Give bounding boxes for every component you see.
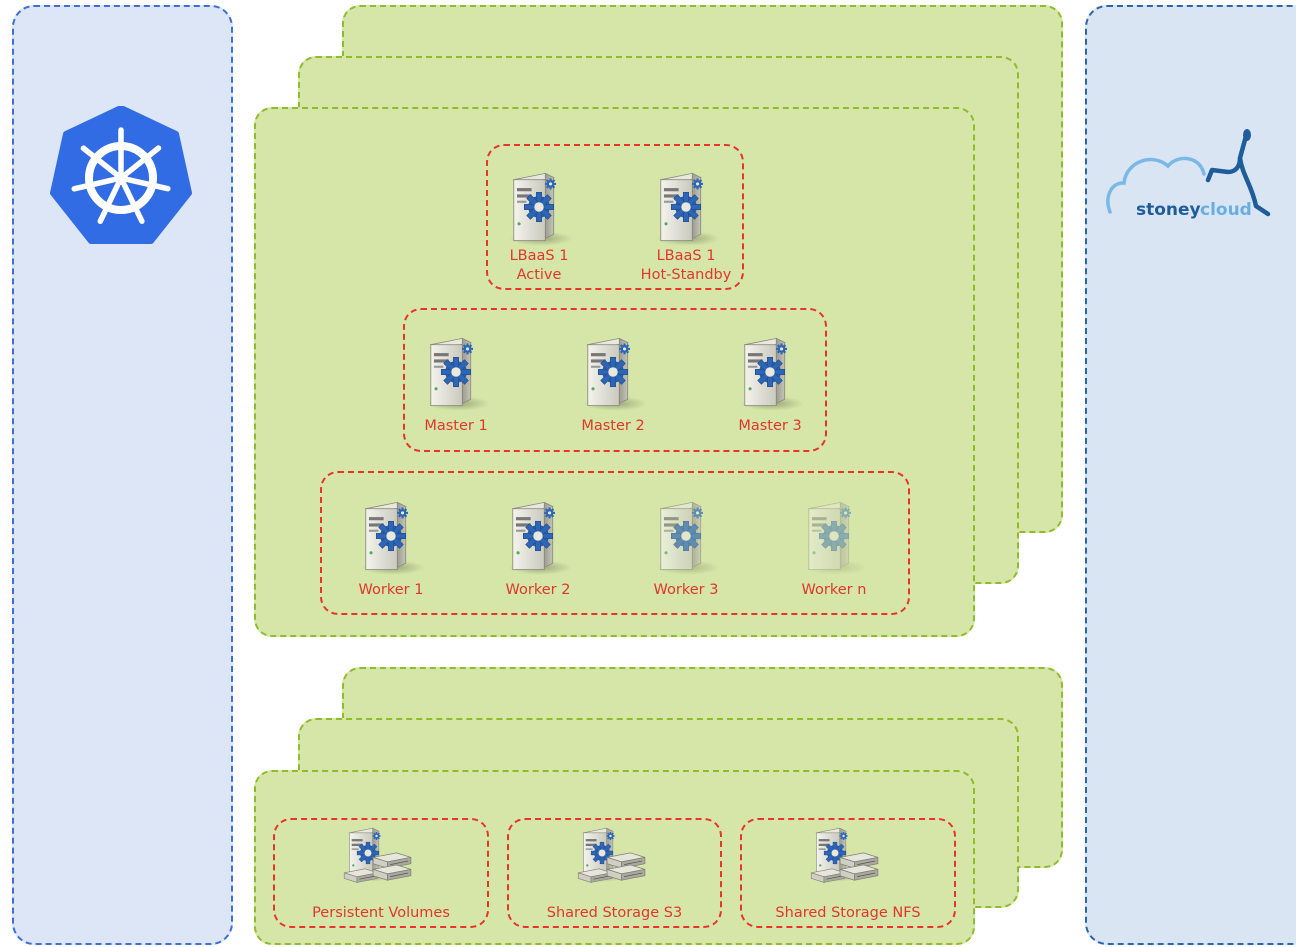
lbaas-active-node[interactable]: LBaaS 1 Active: [469, 165, 609, 285]
lbaas-standby-title: LBaaS 1: [656, 248, 716, 264]
worker-label: Worker n: [801, 582, 867, 598]
master-node-1[interactable]: Master 1: [386, 330, 526, 436]
stoney-cloud-logo-icon: stoney cloud: [1104, 126, 1292, 222]
worker-node-1[interactable]: Worker 1: [321, 494, 461, 600]
worker-node-n[interactable]: Worker n: [764, 494, 904, 600]
master-group: [403, 308, 827, 452]
lbaas-standby-state: Hot-Standby: [640, 267, 732, 283]
storage-shared-s3[interactable]: Shared Storage S3: [507, 818, 722, 928]
worker-node-2[interactable]: Worker 2: [468, 494, 608, 600]
server-icon: [349, 494, 433, 578]
server-icon: [728, 330, 812, 414]
master-node-2[interactable]: Master 2: [543, 330, 683, 436]
kubernetes-logo-icon: [50, 105, 192, 246]
server-icon: [496, 494, 580, 578]
server-icon: [644, 494, 728, 578]
server-icon: [571, 330, 655, 414]
worker-group: [320, 471, 910, 615]
master-label: Master 2: [581, 418, 645, 434]
worker-label: Worker 3: [653, 582, 719, 598]
lbaas-active-title: LBaaS 1: [509, 248, 569, 264]
storage-server-icon: [343, 827, 412, 883]
server-icon: [497, 165, 581, 249]
lbaas-active-state: Active: [516, 267, 562, 283]
stoney-cloud-panel: [1085, 5, 1296, 945]
server-icon: [792, 494, 876, 578]
stoney-text: stoney: [1136, 200, 1201, 220]
worker-label: Worker 1: [358, 582, 424, 598]
master-node-3[interactable]: Master 3: [700, 330, 840, 436]
storage-label: Persistent Volumes: [312, 905, 450, 921]
cloud-text: cloud: [1200, 200, 1252, 220]
lbaas-group: [486, 144, 744, 290]
storage-shared-nfs[interactable]: Shared Storage NFS: [740, 818, 956, 928]
master-label: Master 3: [738, 418, 802, 434]
worker-label: Worker 2: [505, 582, 571, 598]
server-icon: [644, 165, 728, 249]
storage-label: Shared Storage S3: [546, 905, 683, 921]
storage-label: Shared Storage NFS: [775, 905, 921, 921]
server-icon: [414, 330, 498, 414]
storage-server-icon: [577, 827, 646, 883]
storage-server-icon: [810, 827, 879, 883]
master-label: Master 1: [424, 418, 488, 434]
worker-node-3[interactable]: Worker 3: [616, 494, 756, 600]
lbaas-standby-node[interactable]: LBaaS 1 Hot-Standby: [616, 165, 756, 285]
storage-persistent-volumes[interactable]: Persistent Volumes: [273, 818, 489, 928]
